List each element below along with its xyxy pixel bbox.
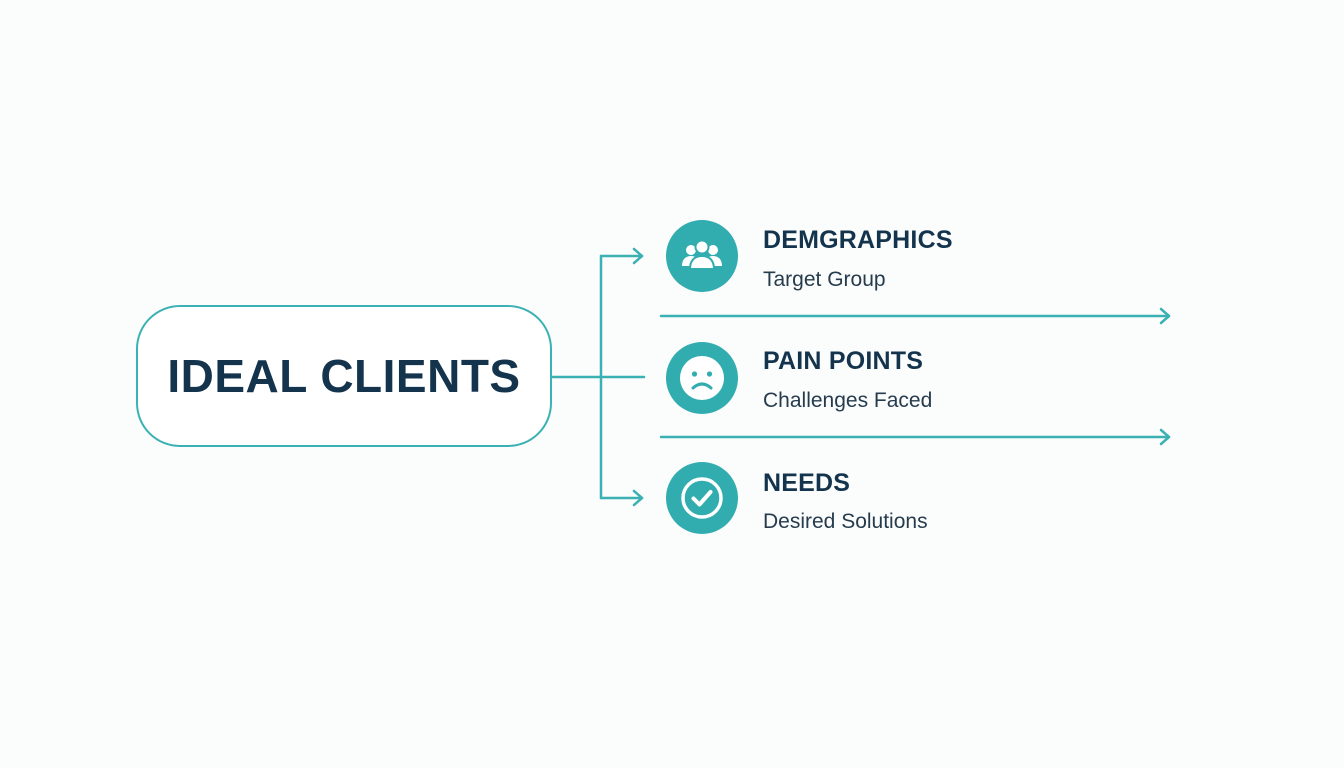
branch-title-pain-points: PAIN POINTS — [763, 347, 924, 375]
branch-title-demographics: DEMGRAPHICS — [763, 226, 953, 254]
central-label: IDEAL CLIENTS — [167, 350, 521, 402]
people-group-icon — [666, 220, 738, 292]
branch-subtitle-pain-points: Challenges Faced — [763, 389, 933, 412]
arrowhead-bottom — [632, 489, 644, 507]
divider-arrowhead-1 — [1159, 307, 1171, 325]
arrowhead-top — [632, 247, 644, 265]
central-node: IDEAL CLIENTS — [136, 305, 552, 447]
sad-face-icon — [666, 342, 738, 414]
branch-subtitle-demographics: Target Group — [763, 268, 886, 291]
branch-title-needs: NEEDS — [763, 469, 851, 497]
divider-arrowhead-2 — [1159, 428, 1171, 446]
branch-subtitle-needs: Desired Solutions — [763, 510, 928, 533]
check-circle-icon — [666, 462, 738, 534]
